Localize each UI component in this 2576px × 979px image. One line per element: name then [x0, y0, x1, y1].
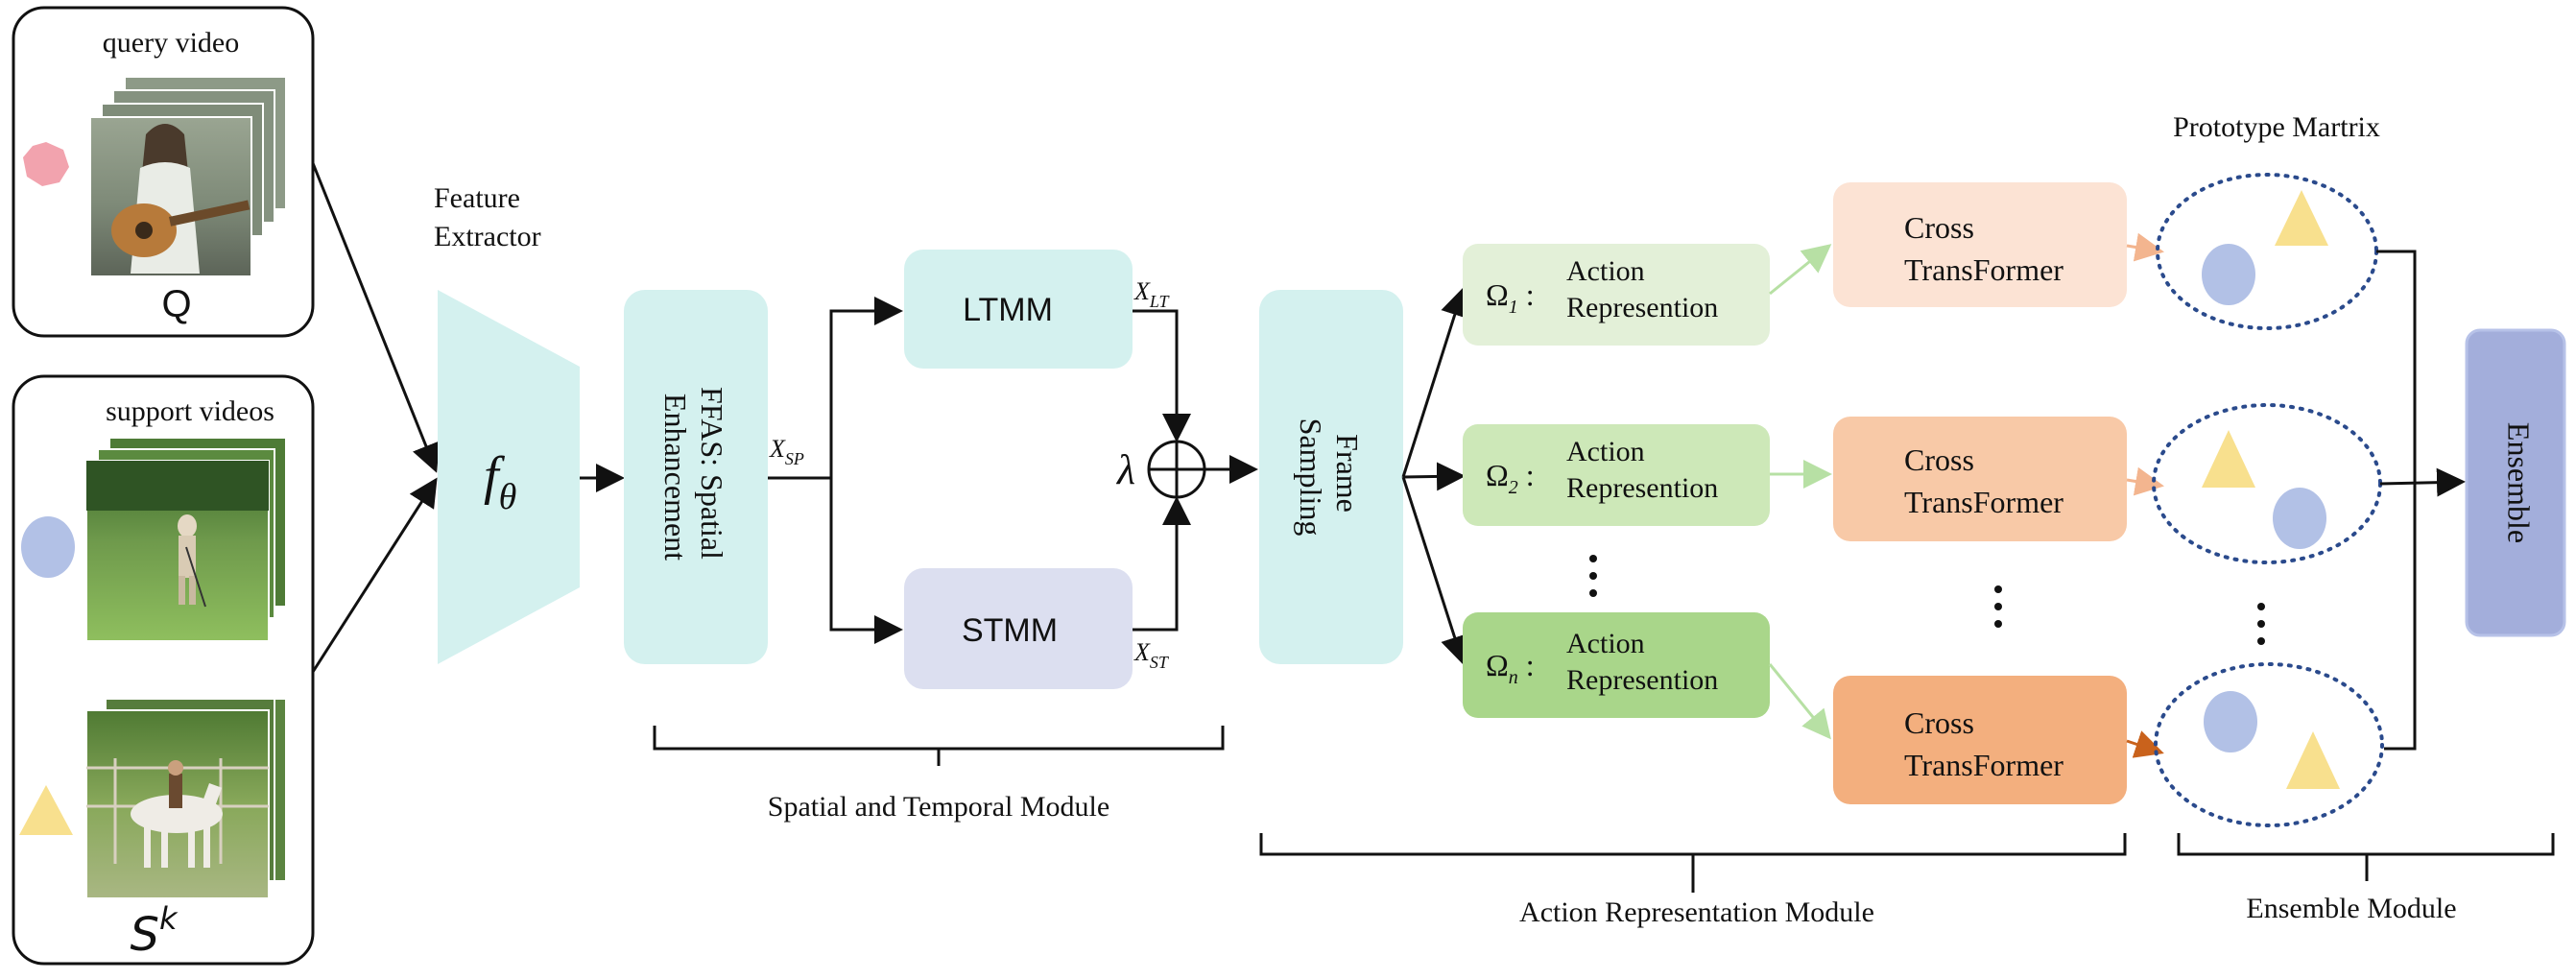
- ffas-label-line2: Enhancement: [658, 394, 693, 561]
- query-video-label: query video: [103, 27, 239, 59]
- action-rep-n-line2: Represention: [1566, 664, 1718, 696]
- stmm-block: STMM: [904, 568, 1133, 689]
- spatial-temporal-module-label: Spatial and Temporal Module: [768, 791, 1109, 823]
- triangle-shape: [19, 785, 73, 835]
- action-rep-1-line2: Represention: [1566, 292, 1718, 323]
- action-rep-n-sub: n: [1509, 667, 1518, 688]
- action-rep-1-sub: 1: [1509, 297, 1518, 318]
- support-symbol-base: S: [131, 908, 159, 962]
- svg-text:FFAS: Spatial Enhancemen: FFAS: Spatial Enhancement: [658, 387, 729, 567]
- x-lt-base: X: [1133, 277, 1151, 305]
- frame-sampling-line2: Sampling: [1294, 418, 1328, 537]
- x-sp-sub: SP: [785, 449, 804, 468]
- feature-extractor-title-line1: Feature: [434, 182, 520, 214]
- x-st-base: X: [1133, 638, 1151, 666]
- triangle-shape: [2286, 731, 2340, 789]
- feature-extractor-trapezoid: [438, 290, 580, 664]
- cross-transformer-2-line2: TransFormer: [1904, 485, 2063, 519]
- cross-transformer-1: Cross TransFormer: [1833, 182, 2127, 307]
- sum-operator: [1147, 440, 1206, 499]
- action-rep-2-omega: Ω: [1486, 458, 1509, 492]
- action-rep-1: Ω1 : Action Represention: [1463, 244, 1770, 346]
- svg-text:Ω1 :: Ω1 :: [1486, 277, 1535, 318]
- cross-transformer-3: Cross TransFormer: [1833, 676, 2127, 804]
- vertical-ellipsis: [2257, 603, 2265, 645]
- ffas-block: FFAS: Spatial Enhancement: [624, 290, 768, 664]
- lambda-label: λ: [1115, 446, 1135, 493]
- action-rep-2-box: [1463, 424, 1770, 526]
- action-rep-n-omega: Ω: [1486, 648, 1509, 682]
- vertical-ellipsis: [1994, 585, 2002, 628]
- action-rep-n: Ωn : Action Represention: [1463, 612, 1770, 718]
- cross-transformer-1-box: [1833, 182, 2127, 307]
- ensemble-module-label: Ensemble Module: [2246, 893, 2456, 924]
- svg-text:Sk: Sk: [131, 900, 179, 962]
- action-representation-module-label: Action Representation Module: [1519, 896, 1874, 928]
- circle-shape: [2273, 488, 2326, 549]
- stmm-label: STMM: [962, 612, 1058, 649]
- svg-text:Ω2 :: Ω2 :: [1486, 458, 1535, 498]
- action-rep-2-line2: Represention: [1566, 472, 1718, 504]
- support-video-frames-horse: [85, 698, 287, 899]
- query-video-frames: [89, 76, 287, 277]
- action-rep-1-line1: Action: [1566, 255, 1645, 287]
- circle-shape: [2202, 244, 2255, 305]
- action-rep-n-box: [1463, 612, 1770, 718]
- action-rep-1-omega: Ω: [1486, 277, 1509, 312]
- support-symbol: Sk: [131, 900, 179, 962]
- cross-transformer-2: Cross TransFormer: [1833, 417, 2127, 541]
- x-lt-label: XLT: [1133, 277, 1171, 311]
- svg-text:Ωn :: Ωn :: [1486, 648, 1535, 688]
- feature-extractor: Feature Extractor fθ: [434, 182, 580, 664]
- spatial-temporal-module-bracket: Spatial and Temporal Module: [653, 726, 1225, 823]
- cross-transformer-3-line1: Cross: [1904, 705, 1974, 740]
- ffas-label-line1: FFAS: Spatial: [695, 387, 729, 560]
- heptagon-shape: [23, 142, 69, 186]
- prototype-ellipse-1: [2156, 173, 2378, 330]
- action-rep-2-line1: Action: [1566, 436, 1645, 467]
- svg-text:Frame Sampling: Frame Sampling: [1294, 418, 1365, 537]
- cross-transformer-2-line1: Cross: [1904, 442, 1974, 477]
- cross-transformer-3-line2: TransFormer: [1904, 748, 2063, 782]
- support-videos-label: support videos: [106, 395, 274, 427]
- ensemble-block: Ensemble: [2465, 328, 2566, 637]
- triangle-shape: [2202, 430, 2255, 488]
- action-representation-module-bracket: Action Representation Module: [1259, 833, 2127, 928]
- support-symbol-sup: k: [159, 900, 179, 937]
- x-lt-sub: LT: [1149, 292, 1171, 311]
- action-rep-2-sub: 2: [1509, 477, 1518, 498]
- feature-extractor-title-line2: Extractor: [434, 221, 541, 252]
- circle-shape: [2204, 691, 2257, 752]
- action-rep-2: Ω2 : Action Represention: [1463, 424, 1770, 526]
- support-videos-panel: support videos: [12, 374, 315, 966]
- frame-sampling-line1: Frame: [1330, 434, 1365, 513]
- prototype-matrix-label: Prototype Martrix: [2173, 111, 2380, 143]
- query-symbol: Q: [161, 283, 191, 325]
- x-sp-label: XSP: [769, 435, 804, 468]
- circle-shape: [21, 516, 75, 578]
- cross-transformer-3-box: [1833, 676, 2127, 804]
- vertical-ellipsis: [1589, 555, 1597, 597]
- x-st-sub: ST: [1150, 653, 1170, 672]
- prototype-ellipse-2: [2152, 403, 2382, 564]
- prototype-ellipse-3: [2154, 662, 2384, 827]
- support-video-frames-golf: [85, 437, 287, 642]
- cross-transformer-1-line1: Cross: [1904, 210, 1974, 245]
- cross-transformer-1-line2: TransFormer: [1904, 252, 2063, 287]
- cross-transformer-2-box: [1833, 417, 2127, 541]
- triangle-shape: [2275, 190, 2328, 246]
- ltmm-label: LTMM: [963, 292, 1053, 328]
- query-video-panel: query video Q: [12, 6, 315, 338]
- x-st-label: XST: [1133, 638, 1170, 672]
- x-sp-base: X: [769, 435, 786, 463]
- action-rep-1-box: [1463, 244, 1770, 346]
- frame-sampling-block: Frame Sampling: [1259, 290, 1403, 664]
- ensemble-label: Ensemble: [2502, 422, 2537, 543]
- feature-extractor-symbol-sub: θ: [499, 477, 517, 517]
- action-rep-n-line1: Action: [1566, 628, 1645, 659]
- ltmm-block: LTMM: [904, 250, 1133, 369]
- ensemble-module-bracket: Ensemble Module: [2177, 833, 2555, 924]
